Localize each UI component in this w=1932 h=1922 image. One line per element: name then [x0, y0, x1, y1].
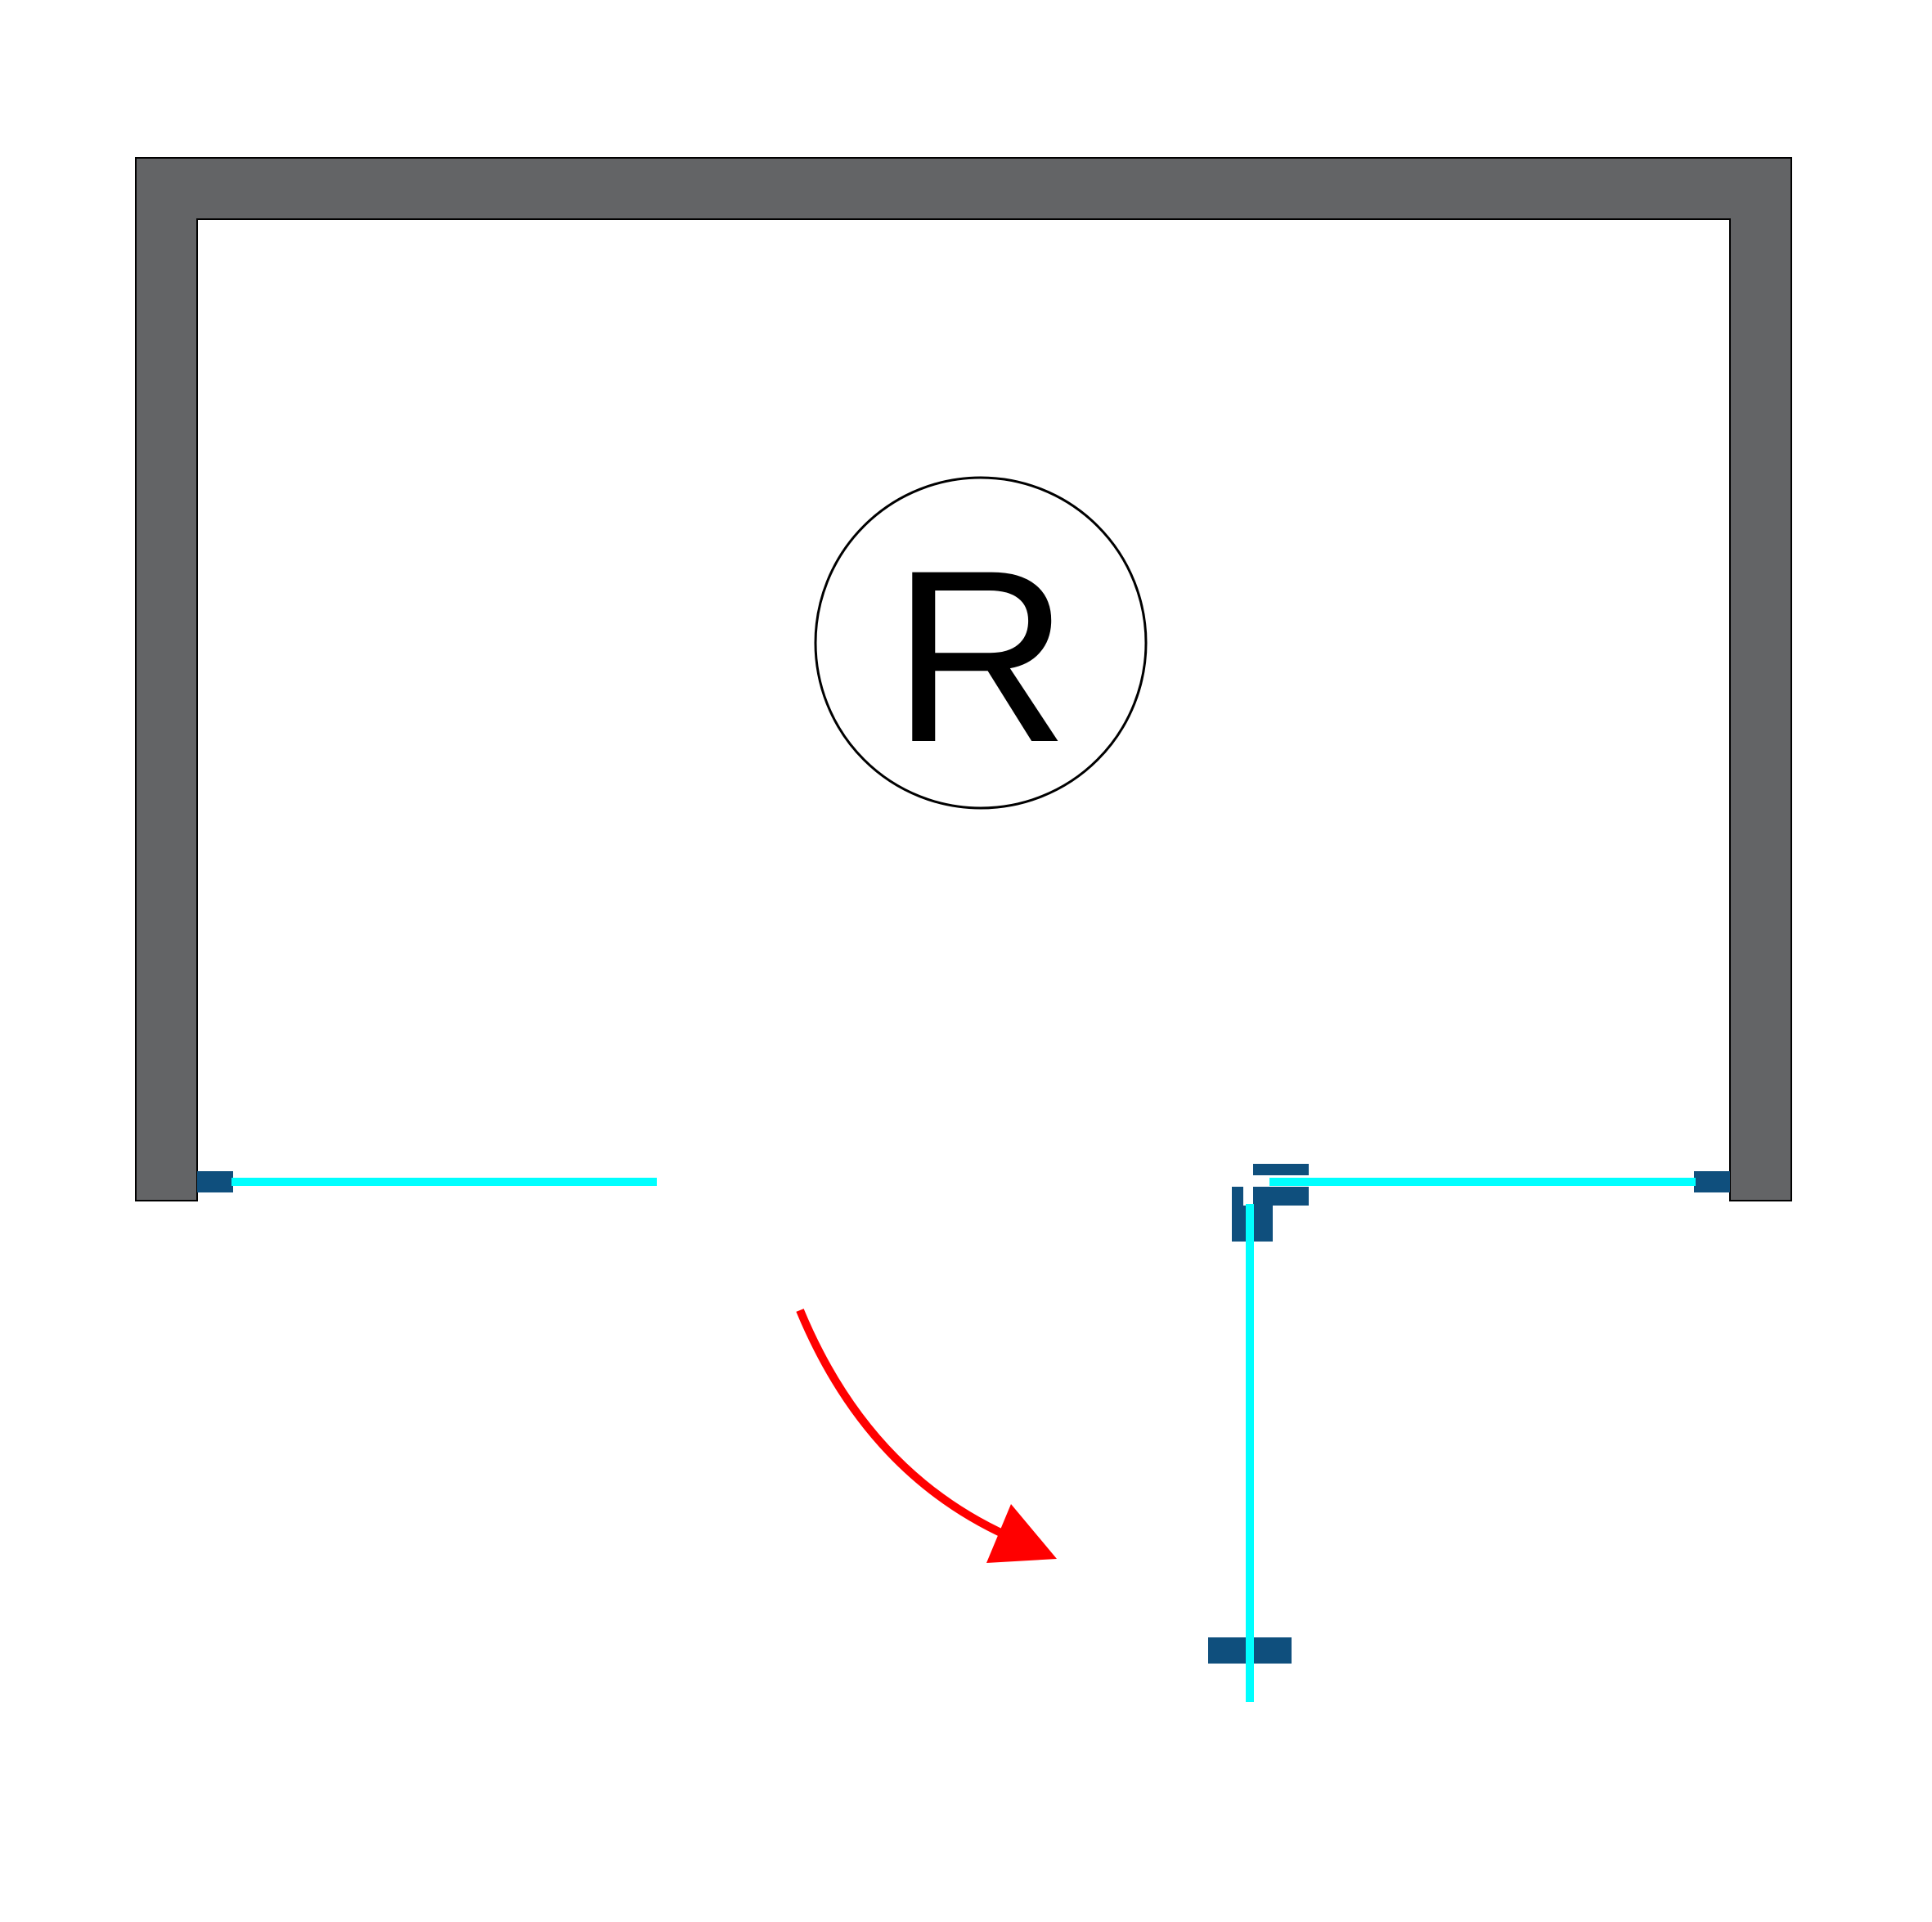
hinge-bracket-left-strip [1232, 1187, 1243, 1242]
left-fixed-panel-group [197, 1171, 657, 1192]
hinge-bracket-top [1253, 1164, 1309, 1175]
left-wall [135, 218, 198, 1201]
door-swing-arrowhead [986, 1504, 1057, 1563]
door-swing-arc [796, 1309, 1010, 1540]
right-fixed-panel-group [1269, 1171, 1730, 1192]
marker-letter: R [892, 519, 1070, 793]
walls [135, 157, 1792, 1201]
wall-seam-right [1731, 216, 1790, 222]
marker-circle [814, 476, 1148, 810]
door-swing-arrow [796, 1309, 1057, 1563]
circled-r-icon: R [814, 476, 1148, 810]
wall-seam-left [137, 216, 196, 222]
right-wall-bracket [1694, 1171, 1730, 1192]
right-wall [1729, 218, 1792, 1201]
top-wall [135, 157, 1792, 220]
swing-door-group [1208, 1204, 1292, 1702]
left-wall-bracket [197, 1171, 233, 1192]
